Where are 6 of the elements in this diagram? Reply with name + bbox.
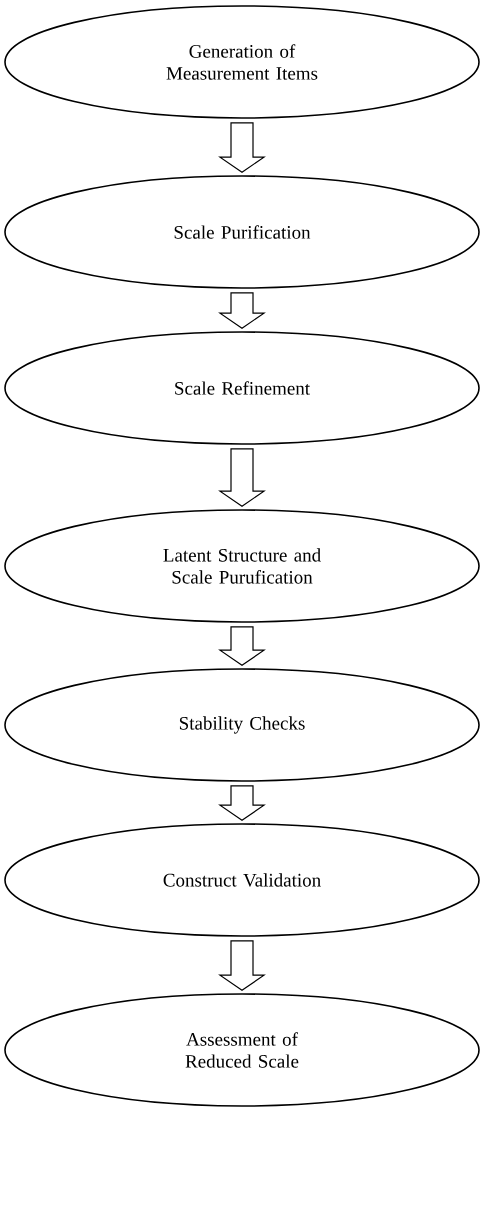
block-arrow: [218, 122, 266, 173]
block-arrow: [218, 626, 266, 666]
block-arrow: [218, 292, 266, 329]
block-arrow: [218, 448, 266, 507]
block-arrow: [218, 785, 266, 821]
block-arrow: [218, 940, 266, 991]
